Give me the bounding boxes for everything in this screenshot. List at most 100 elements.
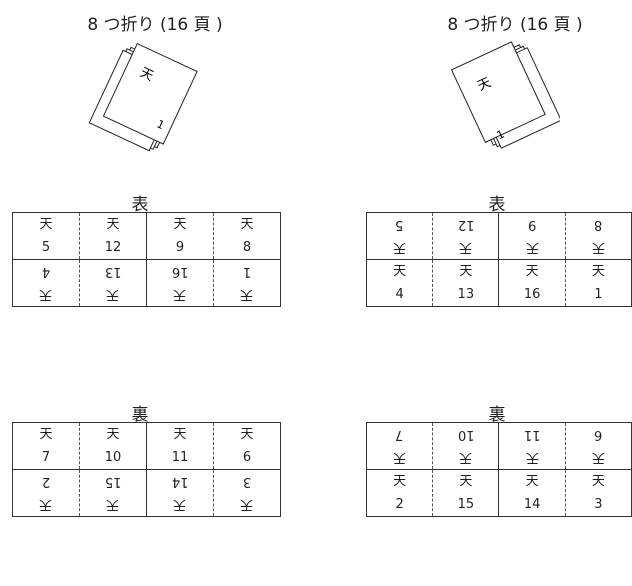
top-mark: 天 [459,240,473,255]
top-mark: 天 [240,427,254,442]
right-title: 8 つ折り (16 頁 ) [447,15,583,35]
page-panel: 天 14 [498,469,566,517]
page-number: 2 [41,474,51,489]
top-mark: 天 [173,287,187,302]
top-mark: 天 [393,264,407,279]
page-number: 2 [395,497,404,512]
top-mark: 天 [106,427,120,442]
page-panel: 12 天 [432,212,499,260]
top-mark: 天 [173,427,187,442]
top-mark: 天 [106,217,120,232]
page-number: 8 [242,240,252,255]
top-mark: 天 [240,497,254,512]
page-panel: 15 天 [79,469,147,517]
page-number: 14 [523,497,541,512]
top-mark: 天 [39,497,53,512]
top-mark: 天 [459,450,473,465]
top-mark: 天 [39,427,53,442]
page-panel: 16 天 [146,259,214,307]
right-booklet-page: 1 [495,127,507,142]
page-number: 13 [104,264,122,279]
page-number: 11 [523,427,541,442]
right-back-label: 裏 [488,405,506,425]
top-mark: 天 [591,240,605,255]
page-number: 15 [104,474,122,489]
page-number: 12 [104,240,122,255]
top-mark: 天 [240,287,254,302]
page-number: 14 [171,474,189,489]
page-number: 11 [171,450,189,465]
top-mark: 天 [525,474,539,489]
top-mark: 天 [173,217,187,232]
page-number: 16 [171,264,189,279]
top-mark: 天 [106,497,120,512]
page-number: 5 [395,217,404,232]
page-number: 16 [523,287,541,302]
left-booklet-mark: 天 [137,65,155,84]
top-mark: 天 [240,217,254,232]
right-booklet-illustration: 天 1 [450,41,560,149]
page-number: 7 [41,450,51,465]
top-mark: 天 [173,497,187,512]
page-number: 9 [527,217,537,232]
page-number: 8 [594,217,603,232]
page-panel: 天 11 [146,422,214,470]
page-panel: 14 天 [146,469,214,517]
page-number: 1 [594,287,603,302]
top-mark: 天 [393,474,407,489]
page-number: 1 [242,264,252,279]
page-panel: 天 10 [79,422,147,470]
page-number: 6 [594,427,603,442]
page-number: 3 [594,497,603,512]
page-number: 4 [395,287,404,302]
page-number: 9 [175,240,185,255]
page-number: 10 [104,450,122,465]
top-mark: 天 [393,240,407,255]
page-panel: 天 12 [79,212,147,260]
top-mark: 天 [525,450,539,465]
left-back-label: 裏 [131,405,149,425]
page-number: 6 [242,450,252,465]
page-number: 12 [457,217,475,232]
top-mark: 天 [106,287,120,302]
page-panel: 11 天 [498,422,566,470]
page-number: 13 [457,287,475,302]
left-front-label: 表 [131,195,149,215]
top-mark: 天 [525,240,539,255]
top-mark: 天 [459,474,473,489]
page-panel: 13 天 [79,259,147,307]
page-number: 7 [395,427,404,442]
top-mark: 天 [39,287,53,302]
